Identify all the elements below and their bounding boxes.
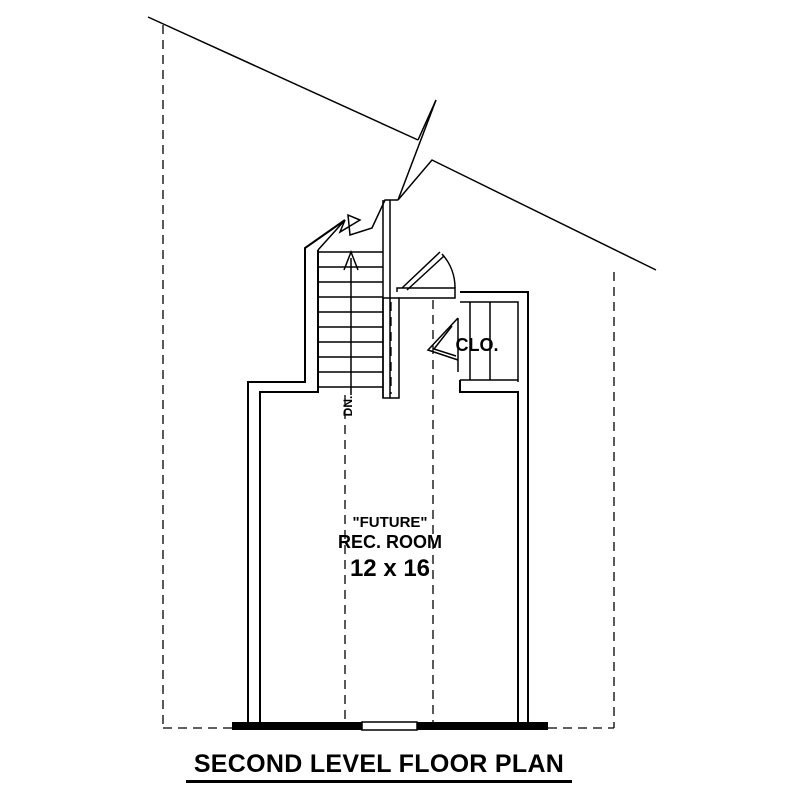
floor-band: [232, 721, 548, 731]
closet-door: [426, 302, 471, 380]
room-walls: [247, 219, 529, 722]
room-note: "FUTURE": [352, 514, 427, 531]
room-size: 12 x 16: [350, 555, 430, 582]
partition-wall: [382, 287, 456, 399]
room-name: REC. ROOM: [338, 532, 442, 552]
plan-title: SECOND LEVEL FLOOR PLAN: [186, 750, 572, 783]
entry-door-swing: [401, 251, 456, 291]
roof-outline: [147, 16, 657, 271]
eave-lines: [162, 25, 615, 729]
closet-label: CLO.: [456, 335, 499, 355]
stair-direction-label: DN.: [341, 396, 355, 417]
